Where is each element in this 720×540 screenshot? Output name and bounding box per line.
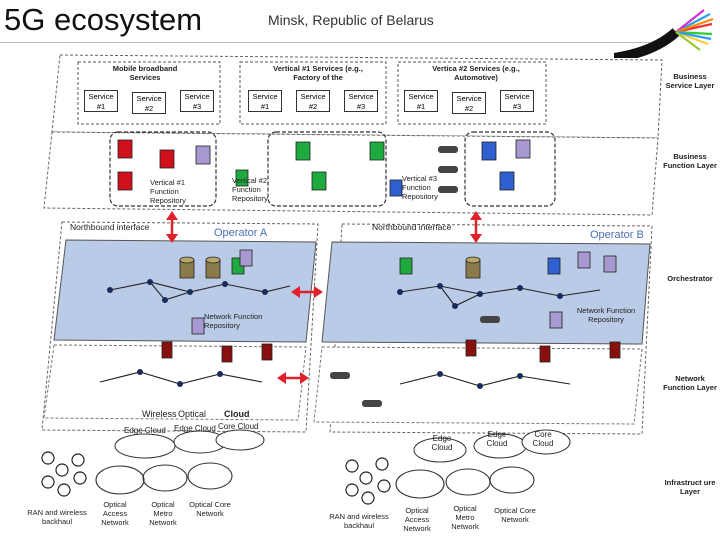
domain-wireless: Wireless	[142, 409, 177, 419]
function-blocks	[117, 139, 621, 363]
v1-service-1: Service #1	[248, 90, 282, 112]
layer-network-function: Network Function Layer	[663, 374, 717, 392]
repo-label-nf-a: Network Function Repository	[204, 312, 263, 330]
net-a-ran: RAN and wireless backhaul	[27, 508, 87, 526]
infrastructure-rings	[95, 462, 535, 499]
page-subtitle: Minsk, Republic of Belarus	[268, 12, 434, 28]
layer-business-function: Business Function Layer	[663, 152, 717, 170]
fiber-optic-cable-icon	[614, 9, 714, 58]
operator-b-region	[329, 223, 653, 435]
mbb-service-2: Service #2	[132, 92, 166, 114]
mbb-services-box	[77, 61, 221, 125]
net-a-core: Optical Core Network	[189, 500, 231, 518]
v1-service-2: Service #2	[296, 90, 330, 112]
operator-a-label: Operator A	[214, 227, 268, 239]
v1-services-box	[239, 61, 387, 125]
cloud-a-edge-1: Edge Cloud	[124, 426, 166, 435]
mbb-service-1: Service #1	[84, 90, 118, 112]
inter-operator-arrows	[277, 286, 323, 384]
net-b-core: Optical Core Network	[494, 506, 536, 524]
net-a-access: Optical Access Network	[101, 500, 129, 527]
group-label-mbb: Mobile broadband Services	[112, 64, 178, 82]
group-label-vertical1: Vertical #1 Services (e.g., Factory of t…	[273, 64, 363, 82]
net-b-metro: Optical Metro Network	[451, 504, 479, 531]
repo-label-nf-b: Network Function Repository	[576, 306, 636, 324]
layer-orchestrator: Orchestrator	[667, 274, 713, 283]
mbb-function-box	[109, 131, 217, 207]
repo-label-vertical2: Vertical #2 Function Repository	[232, 176, 268, 203]
domain-cloud: Cloud	[224, 409, 250, 419]
database-icons	[179, 256, 481, 279]
v1-service-3: Service #3	[344, 90, 378, 112]
northbound-interface-a: Northbound interface	[70, 222, 150, 232]
layer-infrastructure: Infrastruct ure Layer	[664, 478, 716, 496]
repo-label-vertical1: Vertical #1 Function Repository	[150, 178, 186, 205]
v1-function-box	[267, 131, 387, 207]
vehicle-icons	[330, 146, 500, 407]
net-b-access: Optical Access Network	[403, 506, 431, 533]
net-a-metro: Optical Metro Network	[149, 500, 177, 527]
header-divider	[0, 42, 660, 43]
ran-nodes	[41, 451, 391, 505]
v2-service-1: Service #1	[404, 90, 438, 112]
operator-b-label: Operator B	[590, 229, 644, 241]
cloud-a-edge-2: Edge Cloud	[174, 424, 216, 433]
cloud-b-core: Core Cloud	[532, 430, 554, 448]
v2-service-3: Service #3	[500, 90, 534, 112]
net-b-ran: RAN and wireless backhaul	[329, 512, 389, 530]
cloud-a-core: Core Cloud	[218, 422, 259, 431]
business-function-plane	[43, 131, 659, 216]
infrastructure-clouds	[114, 429, 571, 463]
cloud-b-edge-1: Edge Cloud	[431, 434, 453, 452]
cloud-b-edge-2: Edge Cloud	[486, 430, 508, 448]
v2-function-box	[464, 131, 556, 207]
v2-service-2: Service #2	[452, 92, 486, 114]
repo-label-vertical3: Vertical #3 Function Repository	[402, 174, 438, 201]
page-title: 5G ecosystem	[4, 2, 203, 37]
domain-optical: Optical	[178, 409, 207, 419]
layer-business-service: Business Service Layer	[665, 72, 715, 90]
operator-a-region	[41, 221, 319, 433]
northbound-interface-b: Northbound interface	[372, 222, 452, 232]
northbound-arrows	[166, 211, 482, 243]
mbb-service-3: Service #3	[180, 90, 214, 112]
graph-nodes	[107, 279, 563, 389]
group-label-vertical2: Vertica #2 Services (e.g., Automotive)	[432, 64, 520, 82]
